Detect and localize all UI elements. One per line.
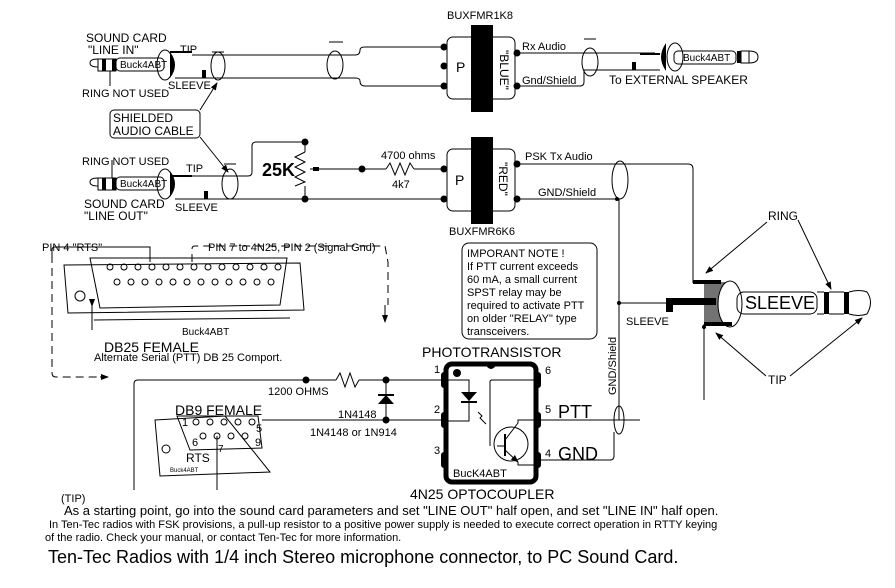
tx-out-gnd: GND/Shield — [538, 187, 596, 199]
rx-out-gnd: Gnd/Shield — [522, 75, 576, 87]
line-out-jack: Buck4ABT RING NOT USED TIP SLEEVE SOUND … — [82, 156, 300, 223]
opto-footer: 4N25 OPTOCOUPLER — [410, 486, 554, 502]
important-note: IMPORANT NOTE ! If PTT current exceeds 6… — [461, 242, 598, 340]
opto-pin-4: 4 — [545, 448, 551, 460]
stereo-plug: SLEEVE RING TIP SLEEVE GND/Shield — [607, 209, 871, 400]
callout-line-2: AUDIO CABLE — [113, 124, 194, 138]
gnd-shield-vertical: GND/Shield — [607, 337, 619, 395]
diode-bottom: 1N4148 or 1N914 — [310, 427, 397, 439]
rx-primary: P — [456, 59, 465, 75]
db9-rts: RTS — [186, 451, 210, 465]
note-bottom-3: of the radio. Check your manual, or cont… — [45, 532, 401, 544]
speaker-brand: Buck4ABT — [683, 53, 730, 64]
bottom-notes: (TIP) As a starting point, go into the s… — [45, 493, 718, 567]
note-line-6: on older "RELAY" type — [467, 313, 577, 325]
plug-ring-label: RING — [768, 209, 798, 223]
page-title: Ten-Tec Radios with 1/4 inch Stereo micr… — [48, 547, 678, 567]
line-in-sleeve: SLEEVE — [168, 80, 211, 92]
db9-name: DB9 FEMALE — [175, 402, 262, 418]
opto-pin-6: 6 — [545, 365, 551, 377]
line-out-ring: RING NOT USED — [82, 156, 169, 168]
optocoupler: PHOTOTRANSISTOR 1 2 3 4 5 6 BucK4ABT PTT… — [410, 344, 640, 502]
note-line-7: transceivers. — [467, 326, 529, 338]
speaker-plug: Buck4ABT To EXTERNAL SPEAKER — [581, 38, 759, 87]
opto-ptt: PTT — [558, 402, 592, 422]
db9-connector: DB9 FEMALE 1 5 6 7 9 RTS Buck4ABT — [133, 379, 306, 490]
resistor-tx: 4700 ohms 4k7 — [348, 150, 443, 191]
tx-out-audio: PSK Tx Audio — [525, 151, 593, 163]
line-in-ring: RING NOT USED — [82, 88, 169, 100]
line-out-brand: Buck4ABT — [120, 179, 167, 190]
db25-connector: PIN 4 "RTS" PIN 7 to 4N25, PIN 2 (Signal… — [42, 242, 389, 380]
plug-tip-label: TIP — [768, 373, 787, 387]
note-line-4: SPST relay may be — [467, 287, 562, 299]
diode-top: 1N4148 — [338, 409, 377, 421]
speaker-label: To EXTERNAL SPEAKER — [609, 73, 748, 87]
db25-desc: Alternate Serial (PTT) DB 25 Comport. — [94, 352, 282, 364]
db25-pins — [106, 263, 282, 286]
db25-name: DB25 FEMALE — [104, 339, 199, 355]
line-out-tip: TIP — [186, 163, 203, 175]
rx-cable — [300, 41, 443, 87]
line-in-tip: TIP — [180, 44, 197, 56]
db9-pin6: 6 — [192, 437, 198, 449]
resistor-ptt-value: 1200 OHMS — [268, 386, 329, 398]
shielded-cable-callout: SHIELDED AUDIO CABLE — [109, 82, 229, 173]
potentiometer: 25K — [247, 138, 443, 203]
db25-brand: Buck4ABT — [182, 327, 229, 338]
note-bottom-1: As a starting point, go into the sound c… — [64, 503, 718, 518]
note-line-3: 60 mA, a small current — [467, 274, 577, 286]
plug-sleeve-body: SLEEVE — [745, 293, 815, 313]
opto-pin-3: 3 — [434, 445, 440, 457]
line-in-label-2: "LINE IN" — [88, 43, 139, 57]
note-bottom-2: In Ten-Tec radios with FSK provisions, a… — [49, 519, 717, 531]
line-out-label-1: SOUND CARD — [84, 197, 165, 211]
opto-pin-5: 5 — [545, 404, 551, 416]
line-in-label-1: SOUND CARD — [86, 31, 167, 45]
tx-color-label: "RED" — [496, 162, 510, 196]
rx-color-label: "BLUE" — [497, 50, 511, 90]
plug-sleeve-wire: SLEEVE — [626, 316, 669, 328]
db9-pin5: 5 — [256, 423, 262, 435]
opto-gnd: GND — [558, 444, 598, 464]
db9-brand: Buck4ABT — [170, 468, 199, 474]
rx-part: BUXFMR1K8 — [447, 10, 513, 22]
opto-pin-2: 2 — [434, 404, 440, 416]
transformer-tx: P "RED" BUXFMR6K6 PSK Tx Audio GND/Shiel… — [440, 137, 694, 420]
opto-brand: BucK4ABT — [453, 468, 507, 480]
note-line-1: IMPORANT NOTE ! — [467, 248, 565, 260]
db25-pin4: PIN 4 "RTS" — [42, 242, 102, 254]
transformer-rx: P "BLUE" BUXFMR1K8 Rx Audio Gnd/Shield — [440, 10, 630, 112]
resistor-tx-top: 4700 ohms — [381, 150, 436, 162]
note-line-5: required to activate PTT — [467, 300, 585, 312]
tx-part: BUXFMR6K6 — [449, 226, 515, 238]
line-in-brand: Buck4ABT — [120, 60, 167, 71]
rx-out-audio: Rx Audio — [522, 41, 566, 53]
resistor-tx-bottom: 4k7 — [392, 179, 410, 191]
db25-pin7: PIN 7 to 4N25, PIN 2 (Signal Gnd) — [208, 242, 376, 254]
line-out-label-2: "LINE OUT" — [84, 209, 148, 223]
callout-line-1: SHIELDED — [113, 111, 173, 125]
line-out-sleeve: SLEEVE — [175, 202, 218, 214]
db9-pin1: 1 — [182, 417, 188, 429]
opto-header: PHOTOTRANSISTOR — [422, 344, 562, 360]
line-in-jack: Buck4ABT SOUND CARD "LINE IN" TIP SLEEVE… — [82, 31, 300, 100]
pot-value: 25K — [262, 160, 295, 180]
opto-pin-1: 1 — [434, 364, 440, 376]
db9-pin7: 7 — [218, 444, 224, 455]
tip-label: (TIP) — [61, 493, 85, 505]
note-line-2: If PTT current exceeds — [467, 261, 579, 273]
ptt-circuit: 1200 OHMS 1N4148 1N4148 or 1N914 — [262, 371, 445, 439]
tx-primary: P — [455, 172, 464, 188]
db9-pin9: 9 — [255, 437, 261, 449]
